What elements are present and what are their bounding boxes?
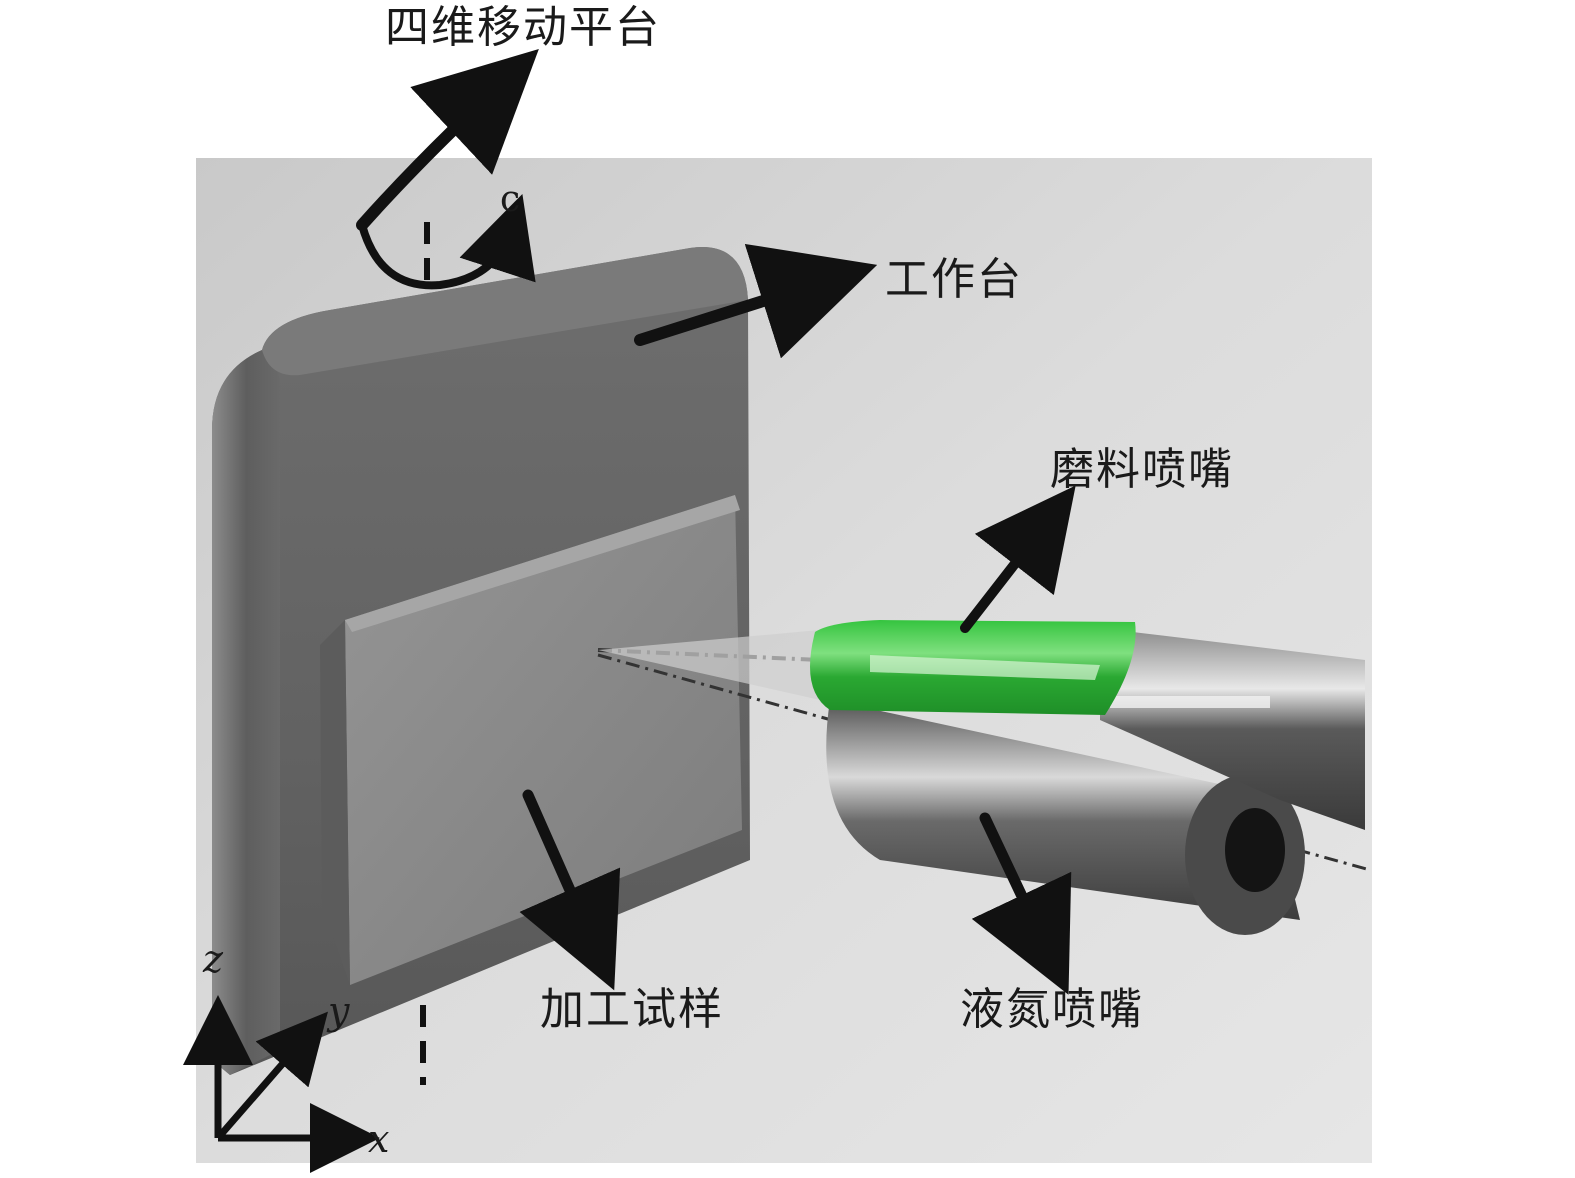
pointer-arrows — [356, 49, 1076, 995]
label-workpiece-sample: 加工试样 — [540, 984, 724, 1035]
label-worktable: 工作台 — [885, 254, 1023, 305]
arrow-c-rotation — [358, 193, 536, 290]
arrow-sample — [519, 789, 621, 991]
label-liquid-nitrogen-nozzle: 液氮喷嘴 — [960, 984, 1144, 1035]
label-axis-x: x — [368, 1117, 390, 1161]
y-axis — [215, 1011, 328, 1141]
label-axis-y: y — [328, 989, 350, 1033]
abrasive-nozzle — [810, 620, 1136, 715]
workpiece-sample — [320, 495, 742, 985]
arrow-ln2-nozzle — [971, 812, 1072, 995]
label-axis-z: z — [203, 937, 224, 981]
jet-spray — [598, 630, 820, 700]
label-four-axis-platform: 四维移动平台 — [385, 2, 661, 53]
label-abrasive-nozzle: 磨料喷嘴 — [1050, 444, 1234, 495]
label-rotation-c: c — [500, 179, 521, 220]
arrow-abrasive-nozzle — [960, 485, 1076, 633]
arrow-platform — [356, 49, 539, 231]
arrow-worktable — [634, 243, 878, 359]
coordinate-axes — [183, 995, 380, 1173]
abrasive-nozzle-tube — [1100, 628, 1365, 830]
liquid-nitrogen-nozzle — [826, 700, 1305, 935]
